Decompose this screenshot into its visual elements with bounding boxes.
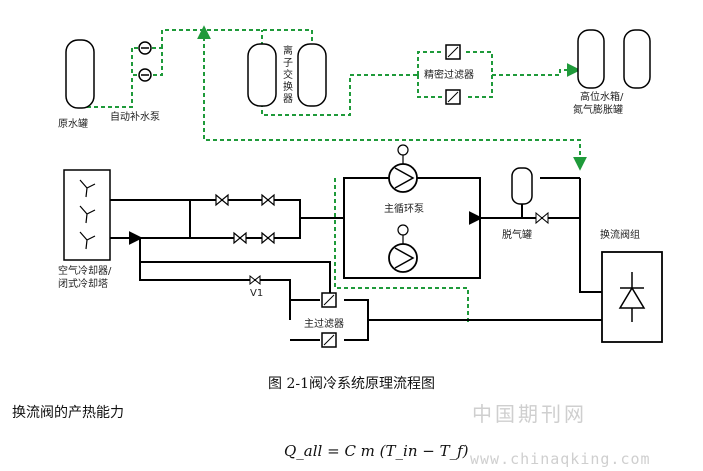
degassing-tank	[511, 167, 549, 225]
purification-loop	[80, 25, 587, 322]
heat-formula: Q_all = C m (T_in − T_f)	[284, 442, 469, 460]
ion-exchanger-label-1: 离	[283, 44, 293, 57]
figure-caption: 图 2-1阀冷系统原理流程图	[268, 376, 435, 392]
degas-tank-label: 脱气罐	[502, 228, 532, 241]
main-circulation-pumps	[388, 144, 418, 273]
main-filters	[321, 292, 337, 348]
raw-tank-label: 原水罐	[58, 117, 88, 130]
raw-water-tank	[65, 39, 95, 109]
cooling-system-diagram: 原水罐 自动补水泵 离 子 交 换 器 精密过滤器 高位水箱/ 氮气膨胀罐	[58, 25, 663, 348]
precision-filter-label: 精密过滤器	[424, 68, 474, 81]
makeup-pumps	[138, 41, 152, 82]
ion-exchanger-label-2: 子	[283, 57, 293, 69]
ion-exchanger-label-5: 器	[283, 93, 293, 105]
section-heading: 换流阀的产热能力	[12, 405, 124, 421]
ion-exchanger-label-4: 换	[283, 80, 293, 93]
cooler-label-1: 空气冷却器/	[58, 264, 112, 277]
watermark-line-1: 中国期刊网	[472, 402, 587, 426]
main-pump-label: 主循环泵	[384, 202, 424, 215]
makeup-pump-label: 自动补水泵	[110, 110, 160, 123]
ion-exchanger-label-3: 交	[283, 68, 293, 81]
converter-valve-group	[601, 251, 663, 343]
converter-valve-label: 换流阀组	[600, 228, 640, 241]
high-tank-label-2: 氮气膨胀罐	[573, 103, 623, 116]
air-cooler	[63, 169, 111, 261]
main-filter-label: 主过滤器	[304, 317, 344, 330]
high-tank-label-1: 高位水箱/	[580, 90, 624, 103]
watermark-line-2: www.chinaqking.com	[470, 450, 651, 468]
v1-label: V1	[250, 288, 263, 299]
high-level-tank	[577, 29, 651, 89]
cooler-label-2: 闭式冷却塔	[58, 277, 108, 290]
ion-exchanger	[247, 43, 327, 107]
v1-valve	[249, 274, 261, 286]
precision-filters	[445, 44, 461, 105]
valve-set	[215, 193, 275, 245]
